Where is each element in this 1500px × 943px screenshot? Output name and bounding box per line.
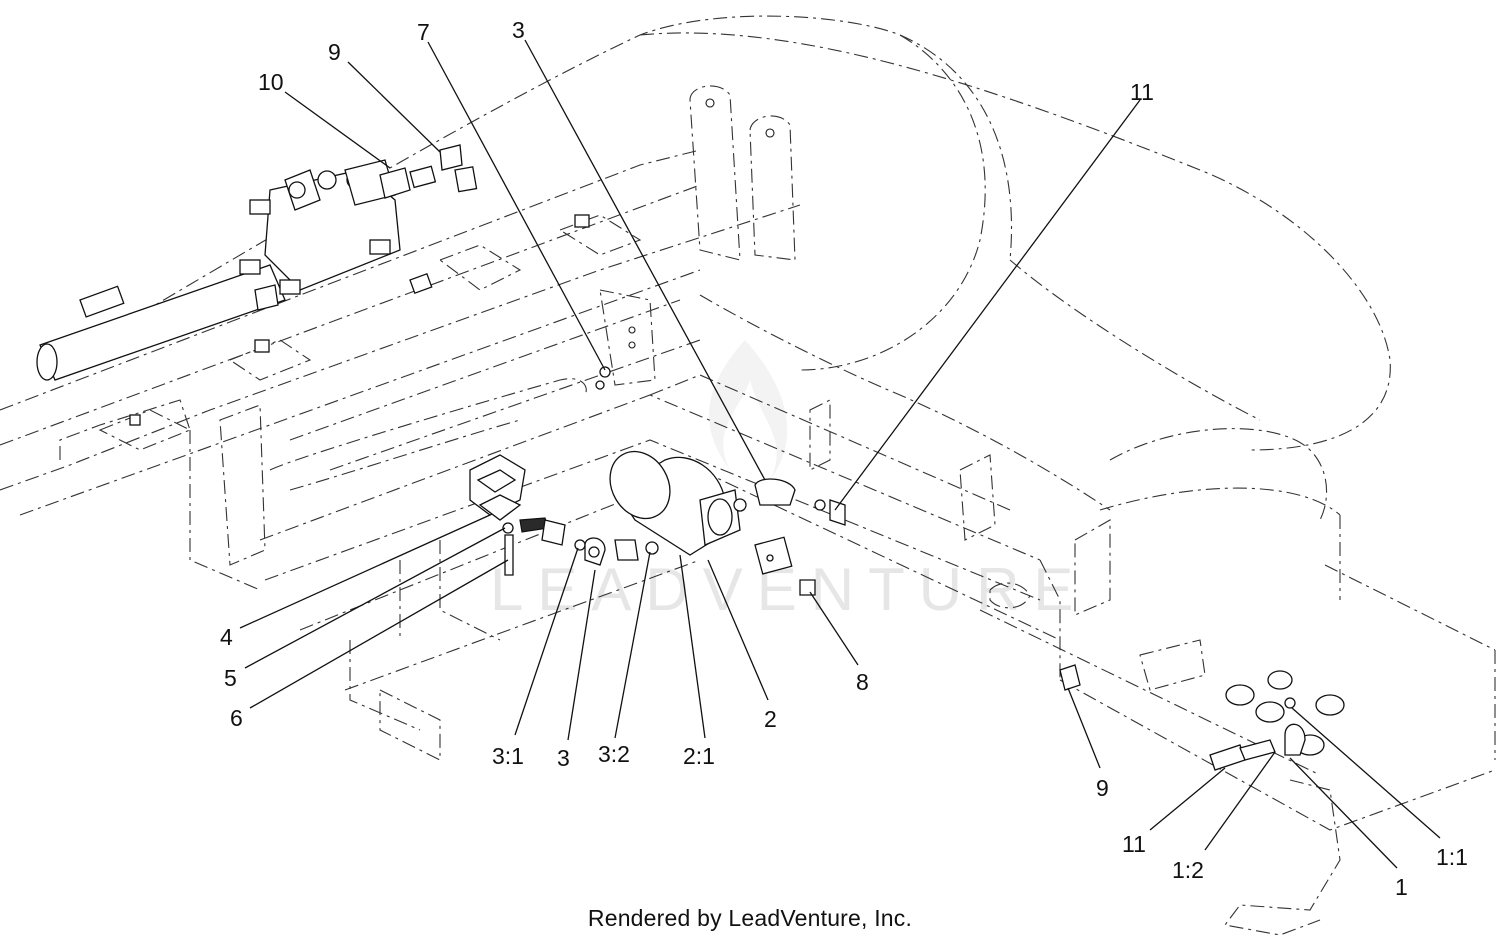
callout-3-top: 3 — [512, 17, 525, 43]
callout-7: 7 — [417, 19, 430, 45]
clip-bracket — [469, 454, 526, 576]
hydraulic-filter — [609, 450, 741, 556]
footer-credit: Rendered by LeadVenture, Inc. — [587, 905, 913, 931]
frame-rails — [0, 149, 1111, 761]
callout-5: 5 — [224, 665, 237, 691]
callout-8: 8 — [856, 669, 869, 695]
callout-2-1: 2:1 — [683, 743, 715, 769]
leader-lines — [239, 39, 1441, 869]
flame-logo-watermark — [709, 340, 788, 480]
callout-10: 10 — [258, 69, 284, 95]
lower-right-fittings — [989, 582, 1345, 936]
callouts: 10 9 7 3 11 4 5 6 3:1 3 3:2 2:1 2 8 9 11… — [220, 17, 1468, 900]
callout-3-2: 3:2 — [598, 741, 630, 767]
callout-1: 1 — [1395, 874, 1408, 900]
callout-11-top: 11 — [1130, 79, 1154, 105]
callout-11-bottom: 11 — [1122, 831, 1146, 857]
callout-2: 2 — [764, 706, 777, 732]
upper-fittings — [129, 214, 611, 426]
callout-9-top: 9 — [328, 39, 341, 65]
callout-4: 4 — [220, 624, 233, 650]
hydraulic-cylinder — [36, 264, 286, 381]
callout-6: 6 — [230, 705, 243, 731]
upright-brackets — [599, 85, 796, 386]
callout-1-1: 1:1 — [1436, 844, 1468, 870]
callout-1-2: 1:2 — [1172, 857, 1204, 883]
callout-3-bottom: 3 — [557, 745, 570, 771]
valve-assembly — [239, 144, 478, 311]
callout-9-right: 9 — [1096, 775, 1109, 801]
filter-line-fittings — [519, 478, 846, 596]
callout-3-1: 3:1 — [492, 743, 524, 769]
body-outline — [69, 15, 1496, 831]
